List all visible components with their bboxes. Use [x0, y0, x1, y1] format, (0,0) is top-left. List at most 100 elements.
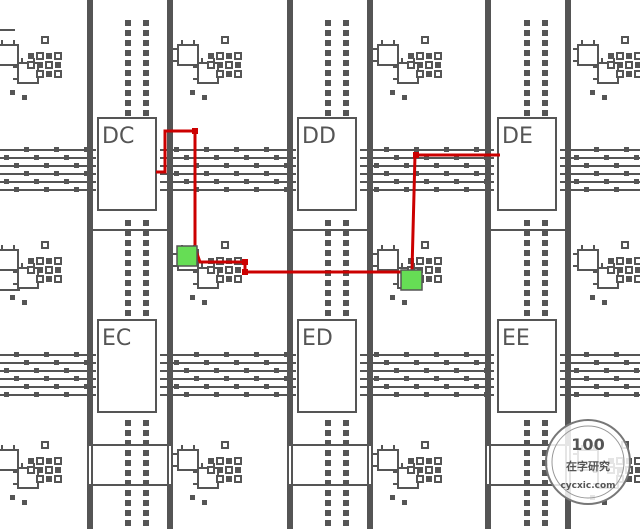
open-pad — [421, 241, 429, 249]
pad — [435, 62, 441, 68]
open-pad — [27, 61, 35, 69]
open-pad — [41, 441, 49, 449]
pad — [125, 100, 131, 106]
open-pad — [36, 70, 44, 78]
pad — [424, 155, 429, 160]
pad — [602, 300, 607, 305]
pad — [464, 352, 469, 357]
pad — [524, 310, 530, 316]
pad — [343, 470, 349, 476]
pad — [34, 392, 39, 397]
pad — [435, 467, 441, 473]
pad — [374, 352, 379, 357]
pad — [524, 270, 530, 276]
pad — [325, 280, 331, 286]
pad — [414, 171, 419, 176]
open-pad — [434, 275, 442, 283]
pad — [284, 163, 289, 168]
logic-block-ed[interactable]: ED — [289, 229, 371, 529]
pad — [143, 50, 149, 56]
pad — [325, 250, 331, 256]
pad — [264, 384, 269, 389]
pad — [125, 270, 131, 276]
logic-block-ee[interactable]: EE — [487, 229, 569, 529]
block-label-ee: EE — [502, 326, 530, 351]
pad — [542, 30, 548, 36]
pad — [174, 147, 179, 152]
pad — [54, 147, 59, 152]
pad — [434, 163, 439, 168]
pad — [143, 520, 149, 526]
pad — [624, 171, 629, 176]
route-endpoint-sink[interactable] — [400, 269, 423, 291]
pad — [435, 267, 441, 273]
pad — [46, 458, 52, 464]
pad — [444, 360, 449, 365]
switch-box — [0, 44, 19, 66]
pad — [484, 392, 489, 397]
pad — [542, 430, 548, 436]
pad — [143, 90, 149, 96]
pad — [143, 490, 149, 496]
logic-block-dd[interactable]: DD — [289, 0, 371, 231]
pad — [37, 467, 43, 473]
pad — [143, 310, 149, 316]
pad — [374, 376, 379, 381]
pad — [46, 276, 52, 282]
pad — [626, 71, 632, 77]
pad — [325, 470, 331, 476]
pad — [604, 155, 609, 160]
pad — [284, 352, 289, 357]
pad — [542, 450, 548, 456]
pad — [325, 460, 331, 466]
pad — [574, 392, 579, 397]
block-label-dc: DC — [102, 124, 134, 149]
pad — [434, 352, 439, 357]
pad — [125, 310, 131, 316]
pad — [474, 360, 479, 365]
pad — [125, 520, 131, 526]
pad — [474, 147, 479, 152]
pad — [125, 70, 131, 76]
pad — [74, 187, 79, 192]
pad — [542, 260, 548, 266]
open-pad — [416, 257, 424, 265]
pad — [28, 458, 34, 464]
pad — [208, 458, 214, 464]
pad — [143, 110, 149, 116]
pad — [37, 267, 43, 273]
pad — [343, 220, 349, 226]
pad — [524, 20, 530, 26]
open-pad — [207, 466, 215, 474]
pad — [624, 360, 629, 365]
pad — [174, 171, 179, 176]
pad — [634, 179, 639, 184]
pad — [46, 71, 52, 77]
pad — [235, 267, 241, 273]
pad — [404, 187, 409, 192]
pad — [343, 40, 349, 46]
pad — [125, 480, 131, 486]
pad — [10, 90, 15, 95]
pad — [602, 500, 607, 505]
pad — [64, 179, 69, 184]
open-pad — [621, 36, 629, 44]
pad — [374, 187, 379, 192]
pad — [484, 155, 489, 160]
switch-box — [577, 44, 599, 66]
route-node — [413, 152, 419, 158]
pad — [325, 20, 331, 26]
pad — [584, 163, 589, 168]
pad — [143, 300, 149, 306]
open-pad — [234, 457, 242, 465]
pad — [64, 392, 69, 397]
pad — [394, 179, 399, 184]
open-pad — [234, 52, 242, 60]
pad — [343, 440, 349, 446]
logic-block-ec[interactable]: EC — [89, 229, 171, 529]
route-endpoint-source[interactable] — [176, 245, 198, 267]
pad — [46, 258, 52, 264]
pad — [234, 360, 239, 365]
pad — [234, 384, 239, 389]
pad — [44, 163, 49, 168]
